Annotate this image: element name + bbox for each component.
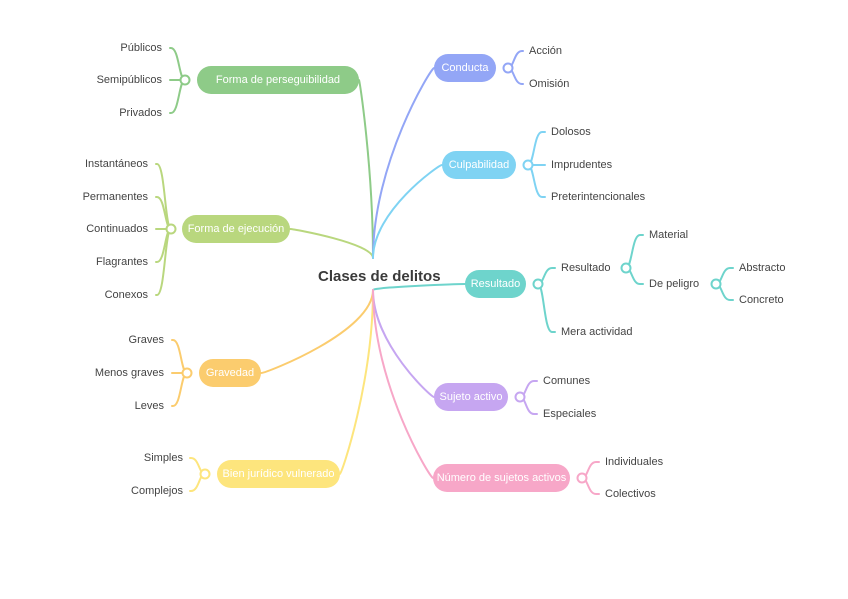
leaf-comunes[interactable]: Comunes bbox=[543, 375, 591, 387]
leaf-flagrantes[interactable]: Flagrantes bbox=[96, 256, 148, 268]
branch-resultado[interactable]: Resultado bbox=[465, 270, 526, 298]
fan-perseguibilidad-knob bbox=[179, 74, 191, 86]
leaf-simples[interactable]: Simples bbox=[143, 452, 183, 464]
fan-sujeto-knob bbox=[514, 391, 526, 403]
fan-resultado-sub-0 bbox=[625, 234, 644, 269]
fan-resultado-knob bbox=[532, 278, 544, 290]
leaf-individuales[interactable]: Individuales bbox=[605, 456, 664, 468]
leaf-menos-graves[interactable]: Menos graves bbox=[94, 367, 164, 379]
leaf-accion[interactable]: Acción bbox=[529, 45, 563, 57]
leaf-publicos[interactable]: Públicos bbox=[120, 42, 162, 54]
leaf-semipublicos[interactable]: Semipúblicos bbox=[96, 74, 162, 86]
link-conducta bbox=[372, 67, 435, 259]
fan-bien-knob bbox=[199, 468, 211, 480]
branch-numero-de-sujetos-activos[interactable]: Número de sujetos activos bbox=[433, 464, 570, 492]
leaf-colectivos[interactable]: Colectivos bbox=[605, 488, 656, 500]
fan-culpabilidad-knob bbox=[522, 159, 534, 171]
link-culpabilidad bbox=[372, 164, 443, 259]
leaf-privados[interactable]: Privados bbox=[119, 107, 162, 119]
link-perseguibilidad bbox=[358, 79, 374, 259]
fan-culpabilidad-0 bbox=[527, 131, 546, 166]
leaf-conexos[interactable]: Conexos bbox=[104, 289, 148, 301]
leaf-material[interactable]: Material bbox=[649, 229, 689, 241]
fan-ejecucion-knob bbox=[165, 223, 177, 235]
link-ejecucion bbox=[289, 228, 374, 259]
link-numero bbox=[372, 289, 434, 479]
leaf-imprudentes[interactable]: Imprudentes bbox=[551, 159, 613, 171]
link-bien bbox=[339, 289, 374, 475]
leaf-complejos[interactable]: Complejos bbox=[131, 485, 183, 497]
leaf-instantaneos[interactable]: Instantáneos bbox=[85, 158, 148, 170]
branch-conducta[interactable]: Conducta bbox=[434, 54, 496, 82]
link-resultado bbox=[372, 283, 466, 291]
branch-culpabilidad[interactable]: Culpabilidad bbox=[442, 151, 516, 179]
leaf-omision[interactable]: Omisión bbox=[529, 78, 570, 90]
leaf-leves[interactable]: Leves bbox=[134, 400, 164, 412]
leaf-concreto[interactable]: Concreto bbox=[739, 294, 784, 306]
leaf-permanentes[interactable]: Permanentes bbox=[82, 191, 148, 203]
leaf-dolosos[interactable]: Dolosos bbox=[551, 126, 591, 138]
fan-resultado-sub-knob bbox=[620, 262, 632, 274]
fan-resultado-1 bbox=[537, 283, 556, 333]
branch-sujeto-activo[interactable]: Sujeto activo bbox=[434, 383, 508, 411]
leaf-continuados[interactable]: Continuados bbox=[86, 223, 148, 235]
root-node[interactable]: Clases de delitos bbox=[318, 268, 441, 285]
fan-numero-knob bbox=[576, 472, 588, 484]
branch-forma-de-perseguibilidad[interactable]: Forma de perseguibilidad bbox=[197, 66, 359, 94]
fan-peligro-knob bbox=[710, 278, 722, 290]
link-gravedad bbox=[260, 289, 374, 374]
link-sujeto bbox=[372, 289, 435, 398]
branch-gravedad[interactable]: Gravedad bbox=[199, 359, 261, 387]
branch-bien-juridico-vulnerado[interactable]: Bien jurídico vulnerado bbox=[217, 460, 340, 488]
subnode-resultado[interactable]: Resultado bbox=[561, 262, 611, 274]
fan-gravedad-knob bbox=[181, 367, 193, 379]
fan-conducta-knob bbox=[502, 62, 514, 74]
leaf-abstracto[interactable]: Abstracto bbox=[739, 262, 786, 274]
branch-forma-de-ejecucion[interactable]: Forma de ejecución bbox=[182, 215, 290, 243]
leaf-preterintencionales[interactable]: Preterintencionales bbox=[551, 191, 646, 203]
leaf-graves[interactable]: Graves bbox=[128, 334, 164, 346]
subnode-de-peligro[interactable]: De peligro bbox=[649, 278, 700, 290]
leaf-especiales[interactable]: Especiales bbox=[543, 408, 597, 420]
leaf-mera-actividad[interactable]: Mera actividad bbox=[561, 326, 633, 338]
